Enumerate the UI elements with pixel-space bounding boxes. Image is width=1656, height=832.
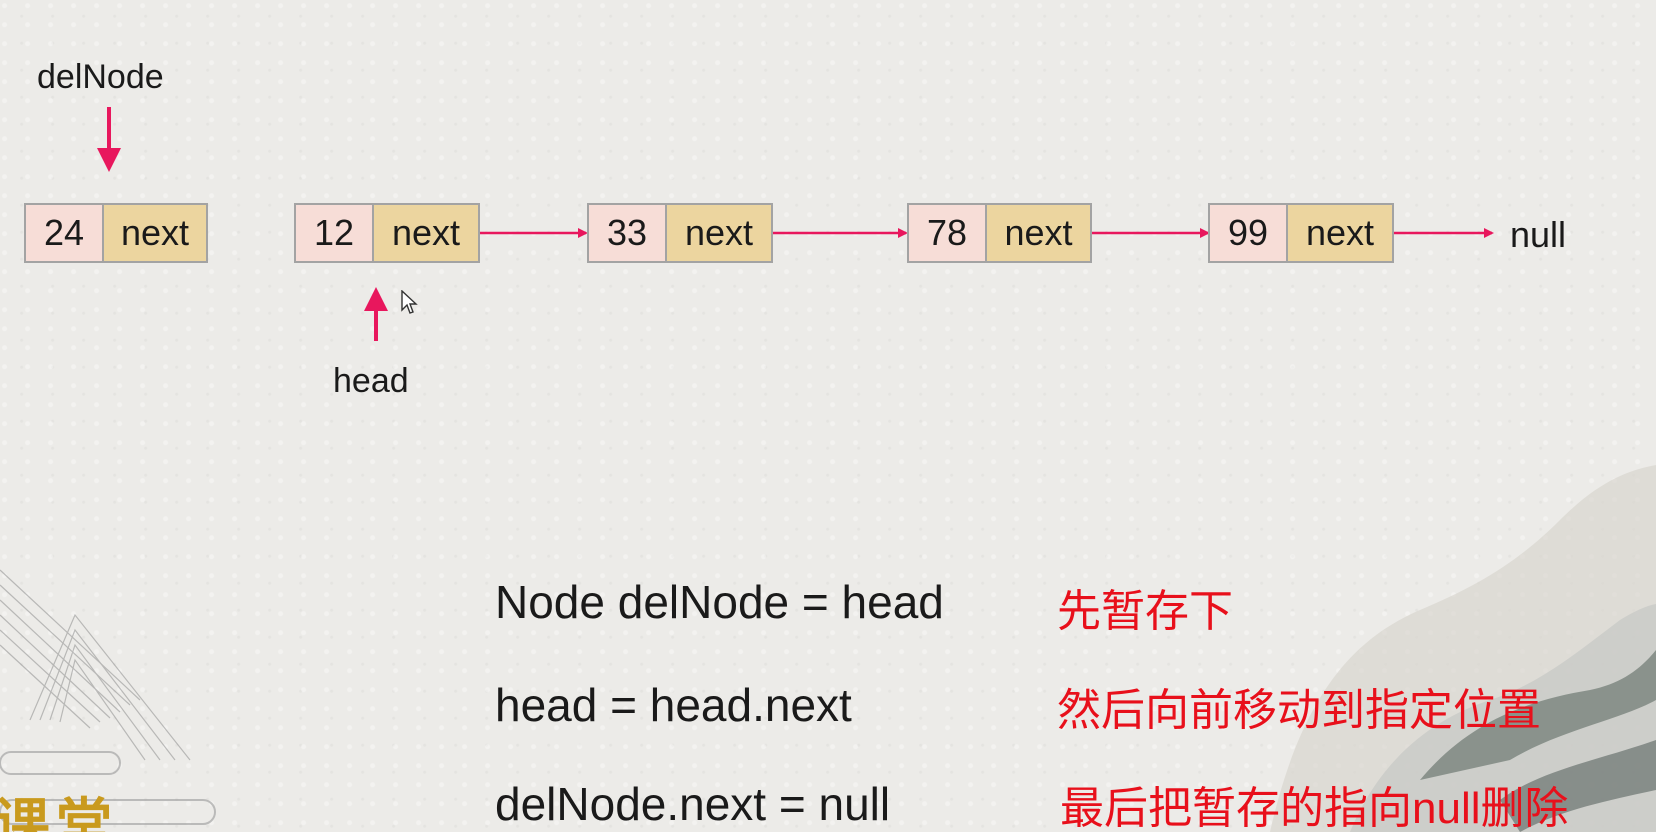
mouse-cursor-icon [401,290,418,314]
null-terminal-label: null [1510,214,1567,255]
node-value-cell: 12 [296,205,374,261]
decor-capsule [0,751,121,775]
node-next-cell: next [667,205,771,261]
node-next-cell: next [374,205,478,261]
node-next-cell: next [987,205,1090,261]
step-note-1: 先暂存下 [1057,587,1233,636]
step-code-1: Node delNode = head [495,576,944,628]
node-value-cell: 99 [1210,205,1288,261]
node-value-cell: 33 [589,205,667,261]
list-node-head: 12 next [294,203,480,263]
logo-fragment-text: 课堂 [0,793,118,832]
head-pointer-label: head [333,362,409,400]
logo-fragment: 课堂 [0,798,118,832]
mountain-lines-decoration [0,569,191,761]
step-code-2: head = head.next [495,679,852,731]
list-node-removed: 24 next [24,203,208,263]
list-node: 33 next [587,203,773,263]
step-note-2: 然后向前移动到指定位置 [1057,686,1541,735]
node-next-cell: next [1288,205,1392,261]
decor-capsule [0,799,216,825]
list-node-tail: 99 next [1208,203,1394,263]
node-next-cell: next [104,205,206,261]
step-code-3: delNode.next = null [495,778,891,830]
node-value-cell: 78 [909,205,987,261]
ink-landscape-decoration [1270,465,1656,832]
step-note-3: 最后把暂存的指向null删除 [1060,784,1569,832]
list-node: 78 next [907,203,1092,263]
delnode-pointer-label: delNode [37,58,164,96]
node-value-cell: 24 [26,205,104,261]
